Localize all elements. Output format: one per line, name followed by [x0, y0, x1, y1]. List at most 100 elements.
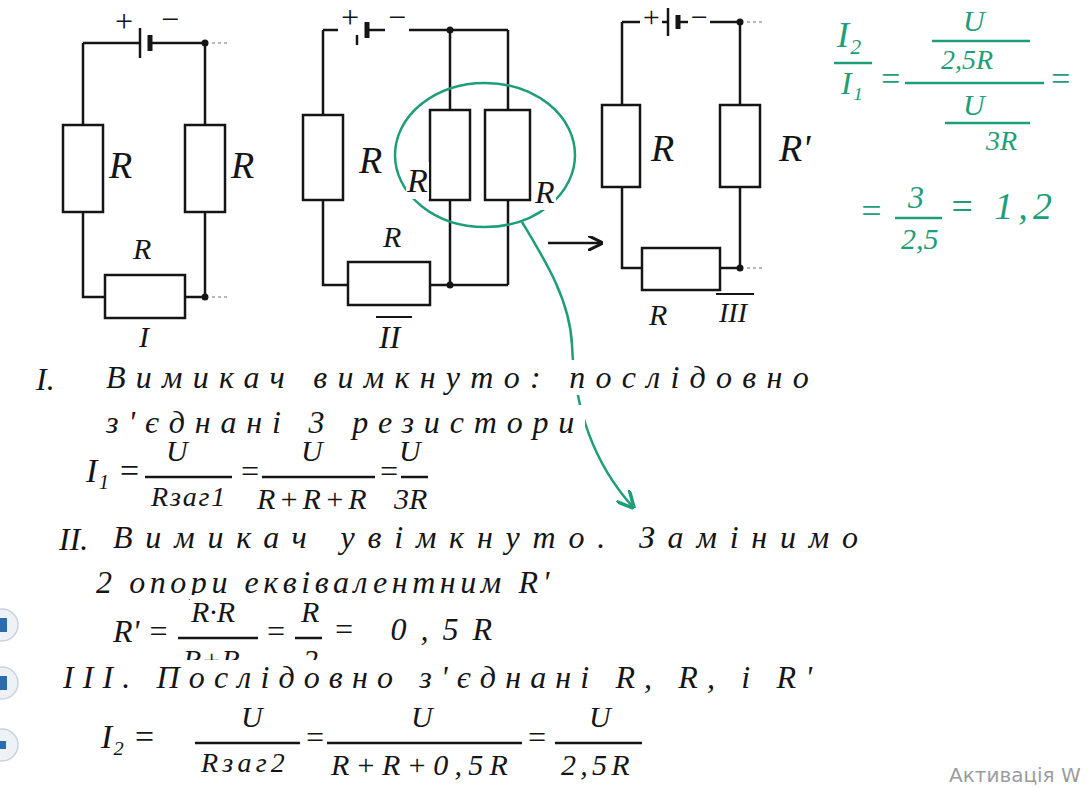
- numeral-bar: [376, 316, 412, 318]
- resistor-symbol: [63, 125, 103, 212]
- resistor-label: R: [358, 140, 383, 182]
- numeral-bar: [132, 317, 162, 319]
- switch-terminal: [202, 40, 209, 47]
- formula-term: U: [398, 434, 422, 467]
- toolbar-icon: [0, 741, 6, 749]
- resistor-label: R': [778, 128, 811, 170]
- formula-term: Rзаг2: [200, 748, 290, 779]
- battery-plate: [667, 8, 670, 36]
- formula-term: =: [878, 60, 903, 97]
- formula-term: 3R: [985, 126, 1018, 157]
- formula-term: R: [300, 595, 320, 628]
- toolbar-button: [0, 667, 18, 699]
- resistor-label: R: [534, 175, 556, 210]
- circuit-number: I: [138, 320, 150, 353]
- toolbar-button: [0, 729, 18, 761]
- formula-term: R·R: [190, 595, 236, 628]
- wire: [323, 30, 508, 285]
- resistor-label: R: [132, 232, 152, 265]
- watermark: Активація W: [948, 764, 1082, 786]
- fraction-bar: [905, 82, 1044, 85]
- formula-term: =: [1048, 60, 1073, 97]
- resistor-symbol: [105, 275, 185, 318]
- formula-term: =: [264, 614, 288, 649]
- resistor-label: R: [648, 298, 668, 331]
- resistor-symbol: [303, 115, 343, 200]
- circuit-number: II: [378, 320, 401, 355]
- switch-terminal: [202, 294, 209, 301]
- formula-term: 3: [907, 180, 925, 215]
- formula-term: R+R+0,5R: [330, 748, 515, 781]
- formula-term: U: [962, 4, 986, 37]
- resistor-symbol: [348, 262, 430, 305]
- solution-text: I.: [35, 362, 56, 397]
- fraction-bar: [834, 62, 872, 65]
- solution-text: III. Послідовно з'єднані R, R, і R': [62, 660, 822, 695]
- toolbar-button: [0, 609, 18, 641]
- resistor-symbol: [430, 110, 470, 200]
- formula-term: Rзаг1: [150, 482, 228, 513]
- formula-term: R' =: [112, 614, 170, 649]
- toolbar-icon: [0, 618, 7, 632]
- fraction-bar: [178, 637, 258, 640]
- resistor-symbol: [602, 105, 640, 187]
- fraction-bar: [252, 476, 375, 479]
- fraction-bar: [932, 40, 1030, 43]
- transform-arrow: [548, 242, 600, 245]
- resistor-symbol: [642, 248, 720, 290]
- battery-plate: [139, 28, 142, 58]
- polarity-sign: −: [688, 0, 710, 33]
- resistor-symbol: [185, 125, 225, 212]
- formula-term: I₁ =: [85, 452, 142, 489]
- highlight-circle: [395, 83, 575, 227]
- formula-term: 2,5R: [560, 748, 635, 781]
- circuit-number: III: [718, 298, 748, 329]
- formula-term: = 0,5R: [332, 612, 507, 647]
- solution-text: 2 опори еквівалентним R': [95, 565, 555, 600]
- resistor-label: R: [230, 145, 255, 187]
- resistor-symbol: [720, 105, 760, 187]
- switch-mark: [747, 22, 763, 268]
- formula-term: U: [588, 700, 612, 733]
- formula-term: =: [303, 720, 327, 755]
- formula-term: U: [165, 434, 189, 467]
- formula-term: U: [240, 700, 264, 733]
- fraction-bar: [895, 217, 942, 220]
- toolbar-icon: [0, 676, 7, 690]
- solution-text: Вимикач увімкнуто. Замінимо: [112, 520, 872, 555]
- fraction-bar: [555, 742, 642, 745]
- switch-terminal: [737, 265, 744, 272]
- junction-dot: [447, 282, 454, 289]
- switch-terminal: [737, 19, 744, 26]
- formula-term: =: [525, 720, 549, 755]
- formula-term: 2,5R: [940, 45, 994, 76]
- junction-dot: [447, 27, 454, 34]
- formula-result: = 1,2: [948, 186, 1058, 228]
- formula-term: R+R+R: [256, 482, 371, 515]
- fraction-bar: [195, 742, 300, 745]
- formula-term: I₂: [836, 16, 863, 56]
- formula-term: =: [858, 192, 884, 232]
- polarity-sign: +: [338, 0, 362, 35]
- numeral-bar: [716, 293, 754, 295]
- polarity-sign: −: [385, 0, 409, 35]
- resistor-label: R: [650, 128, 675, 170]
- polarity-sign: −: [158, 2, 182, 37]
- formula-term: 3R: [393, 482, 428, 515]
- battery-plate: [676, 15, 681, 29]
- formula-term: U: [962, 88, 986, 121]
- fraction-bar: [945, 122, 1030, 125]
- resistor-label: R: [382, 220, 402, 253]
- battery-plate: [365, 22, 370, 38]
- formula-term: 2,5: [900, 222, 940, 255]
- fraction-bar: [295, 637, 322, 640]
- polarity-sign: +: [112, 4, 136, 39]
- polarity-sign: +: [640, 0, 662, 33]
- battery-plate: [148, 35, 153, 51]
- formula-term: I₁: [840, 66, 864, 101]
- resistor-label: R: [406, 162, 429, 199]
- formula-term: I₂ =: [100, 718, 157, 755]
- resistor-label: R: [108, 145, 133, 187]
- resistor-symbol: [485, 110, 530, 200]
